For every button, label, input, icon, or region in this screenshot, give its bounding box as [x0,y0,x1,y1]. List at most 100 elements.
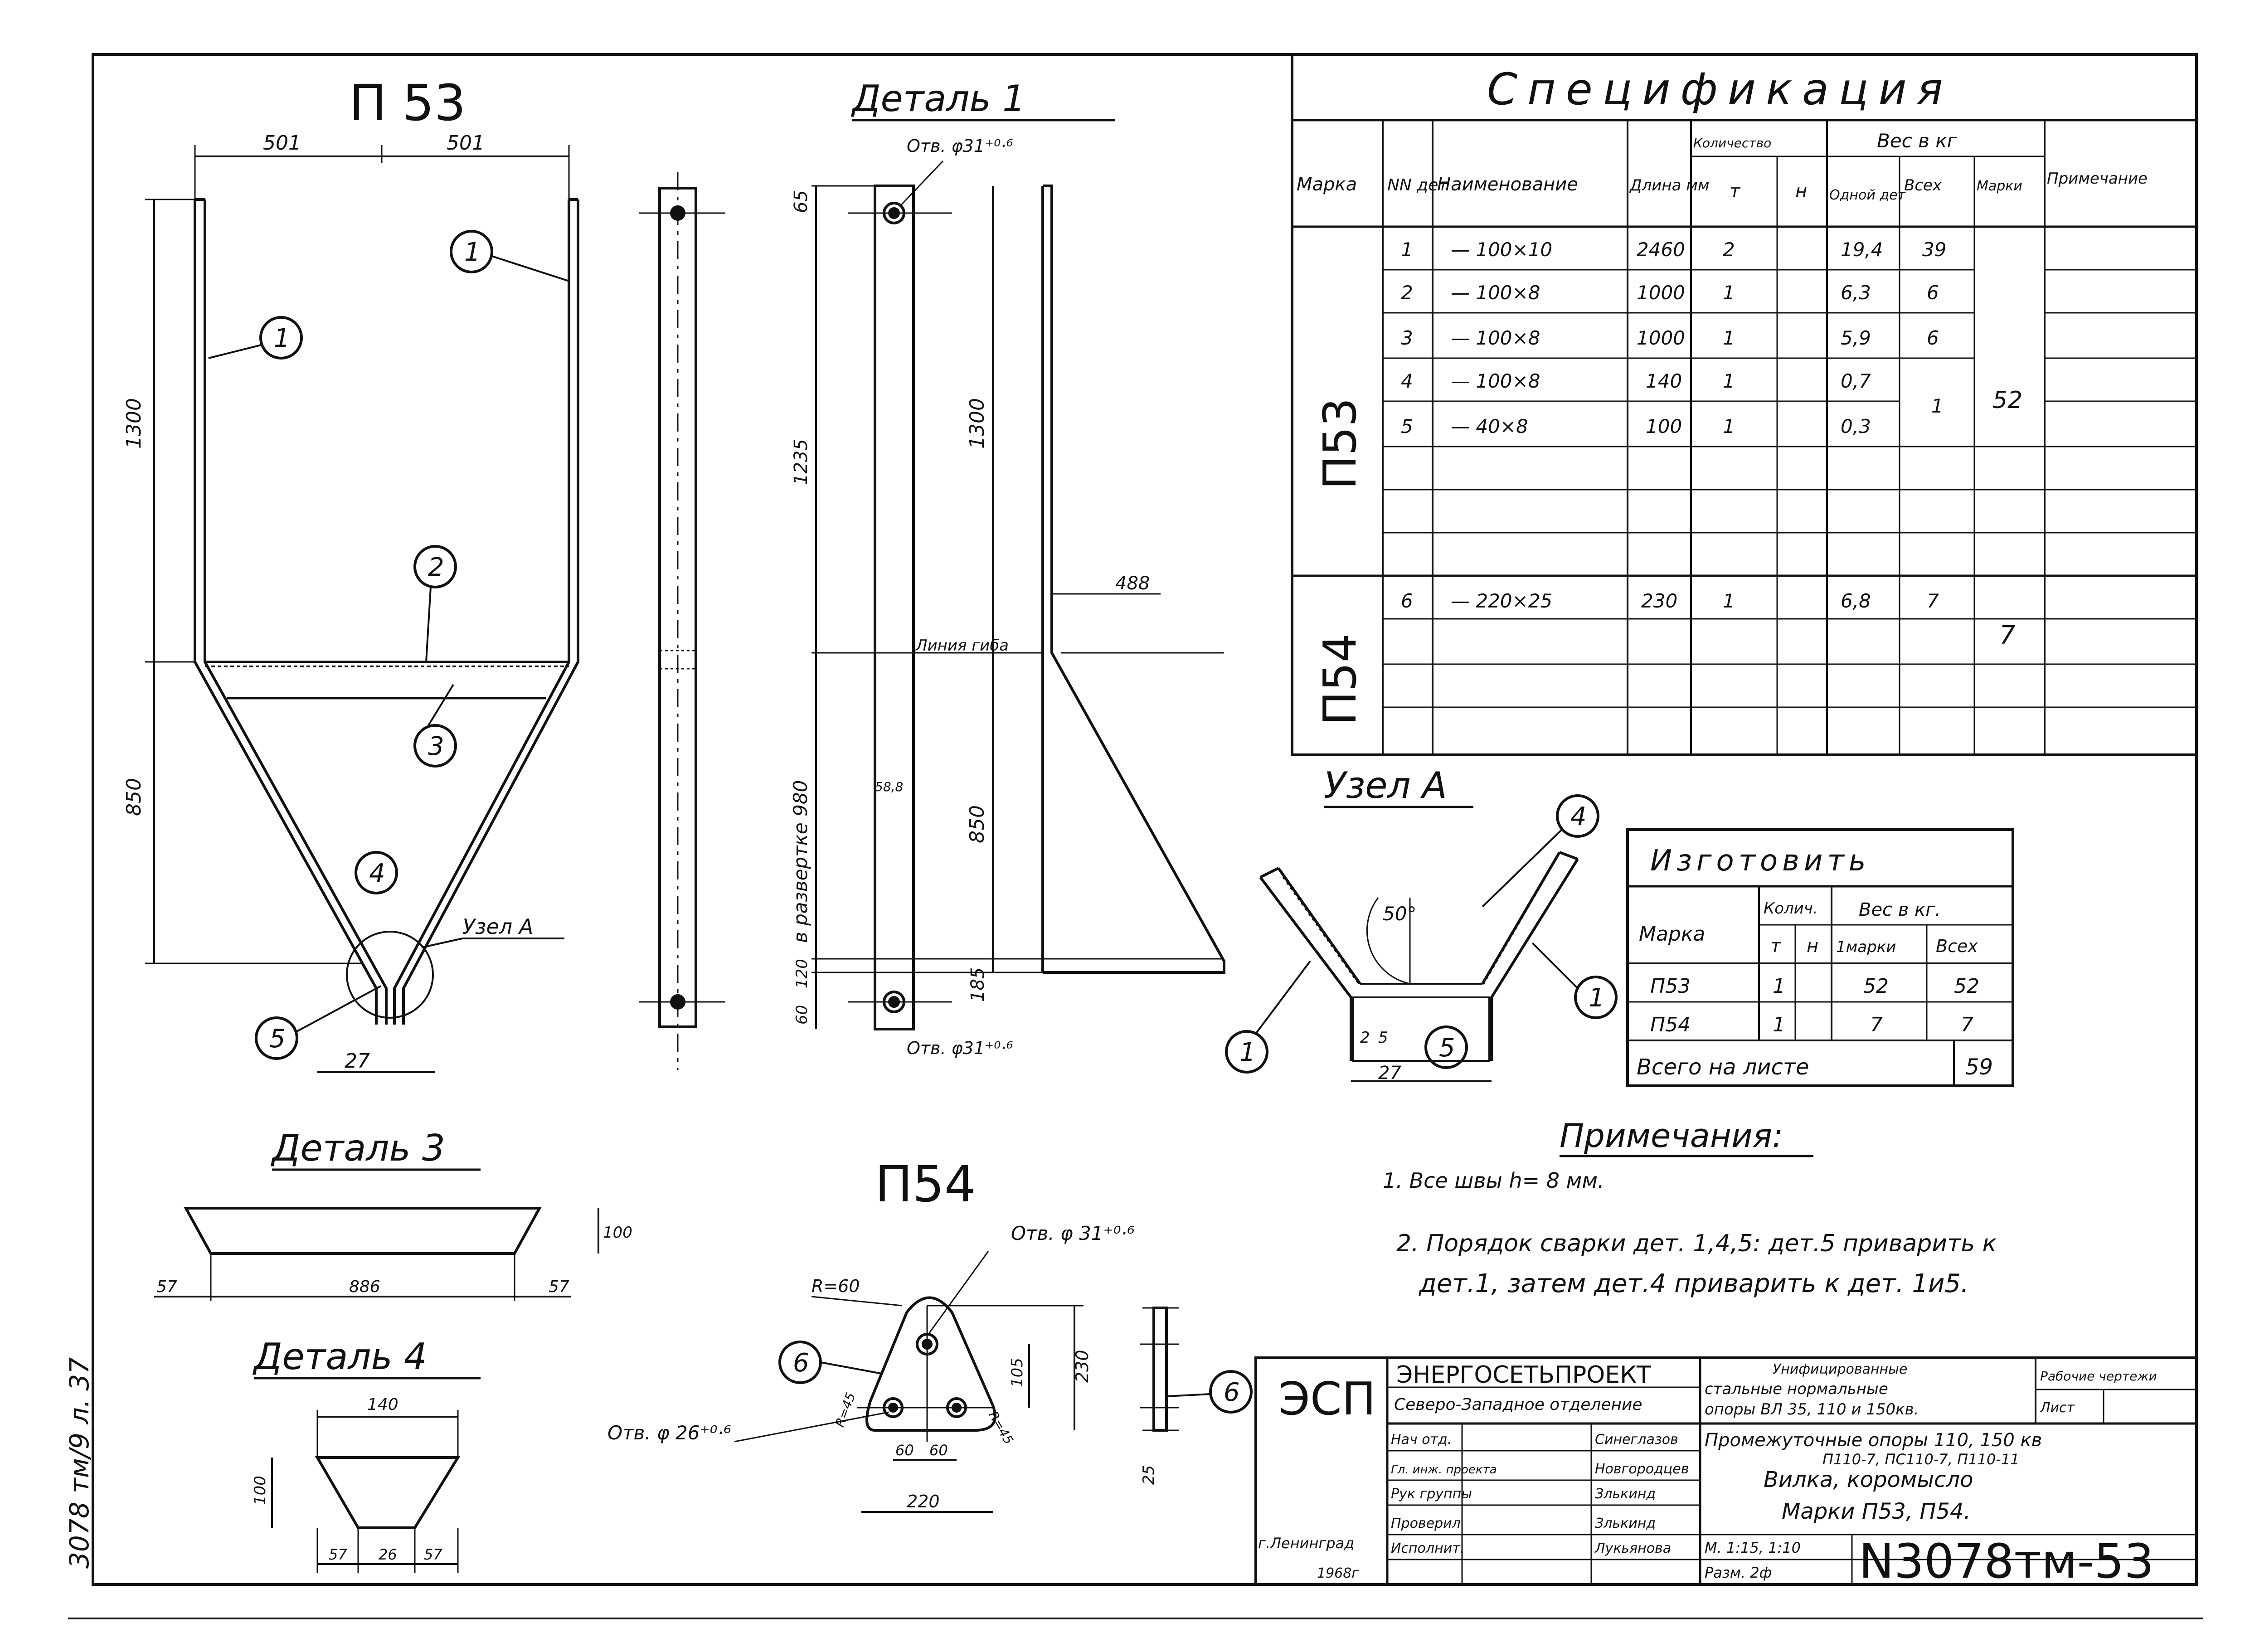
spec-r5-len: 100 [1646,415,1682,437]
p53-title: П 53 [349,74,466,132]
detail1-dim-developed: в развертке 980 [789,780,812,943]
make-title: Изготовить [1650,844,1870,878]
detail1-dim-65: 65 [791,190,812,213]
spec-group2-mark: П54 [1313,634,1366,725]
notes-title: Примечания: [1560,1117,1783,1155]
detail1-dim-60: 60 [793,1005,811,1025]
spec-h-qty: Количество [1693,136,1771,151]
p53-dim-1300: 1300 [122,398,146,449]
node-a-title: Узел А [1324,764,1447,807]
tb-branch: Северо-Западное отделение [1394,1395,1642,1414]
make-r1-one: 52 [1863,975,1889,998]
side-stamp: 3078 тм/9 л. 37 [64,1357,95,1569]
tb-object-2: П110-7, ПС110-7, П110-11 [1822,1451,2020,1468]
spec-r3-name: — 100×8 [1451,327,1540,349]
tb-role-1: Нач отд. [1391,1432,1452,1448]
spec-h-nn: NN дет [1387,176,1448,194]
tb-name-1: Синеглазов [1595,1432,1678,1448]
spec-h-qty-n: н [1795,181,1807,202]
spec-title: Спецификация [1487,64,1953,115]
detail3-dim-left: 57 [156,1278,177,1296]
spec-h-w-one: Одной дет [1829,187,1906,203]
make-r2-t: 1 [1773,1013,1785,1036]
detail4-title: Деталь 4 [253,1336,427,1378]
tb-year: 1968г [1317,1565,1359,1581]
spec-h-weight: Вес в кг [1877,130,1958,152]
spec-group1-mark-weight: 52 [1992,387,2022,414]
p53-view: П 53 501 501 1300 850 27 Узел А 1 1 [122,74,579,1073]
spec-r6-name: — 220×25 [1451,590,1552,612]
tb-sheet: Лист [2040,1400,2075,1416]
spec-r1-t: 2 [1723,238,1735,261]
tb-series-3: опоры ВЛ 35, 110 и 150кв. [1705,1400,1919,1419]
note-2a: 2. Порядок сварки дет. 1,4,5: дет.5 прив… [1396,1230,1997,1257]
make-h-one: 1марки [1836,938,1896,956]
detail4-view: Деталь 4 140 100 57 26 57 [251,1336,481,1573]
spec-r1-nn: 1 [1401,238,1413,261]
node-a-callout-4: 4 [1570,802,1587,831]
make-h-t: т [1770,936,1782,957]
spec-r4-one: 0,7 [1841,370,1871,392]
detail3-dim-height: 100 [603,1224,632,1242]
tb-series-2: стальные нормальные [1705,1380,1888,1398]
tb-city: г.Ленинград [1258,1535,1354,1552]
p53-node-label: Узел А [462,914,533,939]
make-h-all: Всех [1936,936,1978,956]
p54-dim-60b: 60 [929,1442,948,1459]
spec-r1-all: 39 [1922,238,1946,261]
callout-6-b: 6 [1224,1378,1240,1407]
spec-r6-len: 230 [1641,590,1677,612]
tb-org: ЭНЕРГОСЕТЬПРОЕКТ [1396,1361,1651,1389]
detail4-dim-height: 100 [251,1476,269,1505]
detail3-dim-mid: 886 [349,1278,380,1296]
p53-dim-top-left: 501 [263,131,301,155]
detail4-dim-l: 57 [329,1546,347,1563]
spec-r2-all: 6 [1927,282,1939,304]
spec-r2-t: 1 [1723,282,1735,304]
node-a-dim-5: 5 [1378,1029,1388,1047]
callout-2: 2 [428,553,444,582]
p54-hole-top: Отв. φ 31⁺⁰·⁶ [1011,1222,1135,1244]
detail1-dim-488: 488 [1115,573,1150,594]
detail4-dim-r: 57 [424,1546,442,1563]
tb-role-5: Исполнит. [1391,1540,1464,1556]
detail4-dim-m: 26 [379,1546,397,1563]
p54-dim-105: 105 [1008,1358,1026,1387]
spec-r3-nn: 3 [1401,327,1413,349]
spec-r2-one: 6,3 [1841,282,1871,304]
sheet-frame [92,53,2198,1586]
make-h-weight: Вес в кг. [1859,899,1941,920]
tb-logo: ЭСП [1278,1372,1376,1425]
detail4-dim-top: 140 [367,1395,398,1414]
callout-3: 3 [428,732,444,761]
tb-scale: М. 1:15, 1:10 [1705,1539,1801,1556]
spec-r4-t: 1 [1723,370,1735,392]
p53-dim-27: 27 [345,1050,370,1073]
p54-dim-60a: 60 [895,1442,914,1459]
make-h-marka: Марка [1639,923,1705,946]
make-r2-one: 7 [1870,1013,1883,1036]
tb-format: Разм. 2ф [1705,1564,1772,1581]
callout-1-left: 1 [274,324,290,353]
detail1-dim-1235: 1235 [791,439,812,485]
make-table: Изготовить Марка Колич. т н Вес в кг. 1м… [1626,828,2014,1087]
detail1-dim-58: 58,8 [875,779,903,794]
spec-r2-len: 1000 [1637,282,1685,304]
spec-r6-t: 1 [1723,590,1735,612]
spec-r5-nn: 5 [1401,415,1413,437]
p54-title: П54 [875,1155,976,1213]
spec-group1-mark: П53 [1313,398,1366,490]
make-r2-all: 7 [1961,1013,1973,1036]
tb-object-1: Промежуточные опоры 110, 150 кв [1705,1430,2042,1451]
spec-r4-len: 140 [1646,370,1682,392]
spec-r6-all: 7 [1927,590,1939,612]
spec-h-qty-t: т [1730,181,1741,202]
make-r1-all: 52 [1954,975,1979,998]
p53-side-strip [639,172,725,1070]
detail1-dim-120: 120 [793,959,811,988]
spec-r5-name: — 40×8 [1451,415,1528,437]
spec-r1-name: — 100×10 [1451,238,1552,261]
tb-role-2: Гл. инж. проекта [1391,1463,1497,1477]
spec-h-w-mark: Марки [1977,178,2022,194]
